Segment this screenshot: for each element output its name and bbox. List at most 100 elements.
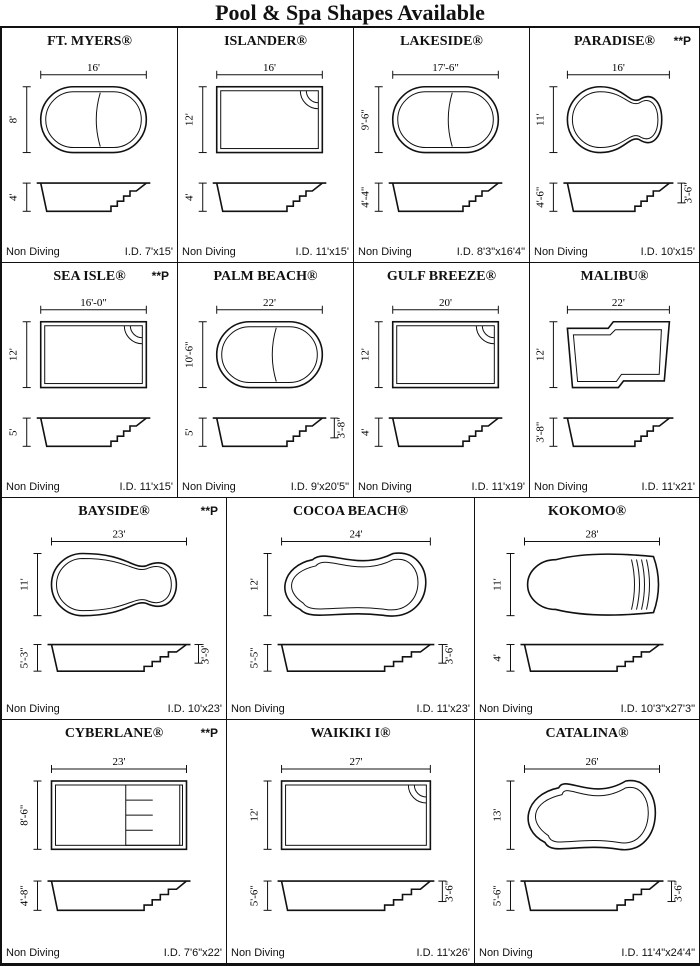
pool-inner-dimensions: I.D. 11'x26' <box>416 947 470 959</box>
pool-flag: **P <box>200 726 218 740</box>
shallow-depth-label: 3'-6" <box>443 881 455 902</box>
depth-label: 5' <box>8 428 20 436</box>
pool-diving: Non Diving <box>182 481 236 493</box>
pool-plan-outline <box>215 85 324 154</box>
pool-inner-dimensions: I.D. 10'x15' <box>640 246 695 258</box>
pool-inner-dimensions: I.D. 11'x15' <box>119 481 173 493</box>
length-label: 22' <box>612 297 625 309</box>
pool-elevation-profile <box>212 417 327 448</box>
pool-name: PARADISE® <box>574 34 655 49</box>
length-label: 22' <box>263 297 276 309</box>
pool-plan-outline <box>215 320 324 389</box>
width-label: 12' <box>534 348 546 361</box>
shallow-depth-label: 3'-6" <box>673 881 685 902</box>
length-label: 16' <box>87 62 100 74</box>
pool-name: WAIKIKI I® <box>310 726 391 741</box>
pool-diving: Non Diving <box>6 246 60 258</box>
depth-label: 4'-8" <box>19 885 31 906</box>
pool-plan-outline <box>39 320 148 389</box>
length-label: 16'-0" <box>80 297 107 309</box>
pool-elevation-profile <box>36 417 151 448</box>
pool-name: COCOA BEACH® <box>292 504 409 519</box>
pool-plan-outline <box>280 780 432 851</box>
pool-drawing: 28'11'4' <box>492 529 664 672</box>
page-title: Pool & Spa Shapes Available <box>215 0 485 25</box>
pool-plan-outline <box>391 85 500 154</box>
length-label: 23' <box>113 529 126 541</box>
pool-elevation-profile <box>388 417 503 448</box>
width-label: 11' <box>492 578 504 591</box>
pool-drawing: 22' 12' 3'-8" <box>534 297 674 448</box>
depth-label: 5'-6" <box>492 885 504 906</box>
depth-label: 4' <box>360 428 372 436</box>
length-label: 27' <box>349 756 362 768</box>
width-label: 12' <box>249 578 261 591</box>
pool-plan-outline <box>566 85 663 154</box>
width-label: 10'-6" <box>184 341 196 368</box>
pool-inner-dimensions: I.D. 11'x21' <box>641 481 695 493</box>
pool-name: GULF BREEZE® <box>386 269 497 284</box>
pool-diving: Non Diving <box>534 481 588 493</box>
depth-label: 4'-6" <box>534 187 546 208</box>
pool-plan-outline <box>284 552 427 617</box>
pool-elevation-profile <box>388 182 503 213</box>
depth-label: 5'-5" <box>249 647 261 668</box>
pool-elevation-profile <box>36 182 151 213</box>
pool-elevation-profile <box>563 182 674 213</box>
pool-inner-dimensions: I.D. 11'x23' <box>416 703 470 715</box>
length-label: 17'-6" <box>432 62 459 74</box>
pool-inner-dimensions: I.D. 11'4"x24'4" <box>621 947 695 959</box>
depth-label: 5' <box>184 428 196 436</box>
pool-plan-outline <box>391 320 500 389</box>
width-label: 12' <box>184 113 196 126</box>
pool-inner-dimensions: I.D. 11'x15' <box>295 246 349 258</box>
pool-flag: **P <box>200 504 218 518</box>
length-label: 26' <box>586 756 599 768</box>
pool-drawing: 17'-6"9'-6"4'-4" <box>360 62 503 213</box>
pool-drawing: 16'-0"12'5' <box>8 297 151 448</box>
pool-name: LAKESIDE® <box>400 34 483 49</box>
width-label: 9'-6" <box>360 109 372 130</box>
pool-drawing: 16'8'4' <box>8 62 151 213</box>
pool-diving: Non Diving <box>358 481 412 493</box>
pool-elevation-profile <box>520 880 664 912</box>
pool-elevation-profile <box>47 643 191 672</box>
width-label: 8'-6" <box>19 805 31 826</box>
depth-label: 5'-6" <box>249 885 261 906</box>
pool-name: CYBERLANE® <box>64 726 164 741</box>
pool-flag: **P <box>151 269 169 283</box>
width-label: 11' <box>19 578 31 591</box>
pool-drawing: 24'12'5'-5"3'-6" <box>249 529 455 672</box>
pool-elevation-profile <box>277 643 435 672</box>
length-label: 24' <box>349 529 362 541</box>
pool-inner-dimensions: I.D. 11'x19' <box>471 481 525 493</box>
pool-diving: Non Diving <box>479 703 533 715</box>
pool-inner-dimensions: I.D. 10'x23' <box>167 703 222 715</box>
pool-name: CATALINA® <box>545 726 629 741</box>
pool-inner-dimensions: I.D. 9'x20'5" <box>290 481 349 493</box>
pool-elevation-profile <box>520 643 664 672</box>
pool-plan-outline <box>527 780 657 851</box>
pool-diving: Non Diving <box>231 947 285 959</box>
depth-label: 3'-8" <box>534 422 546 443</box>
pool-inner-dimensions: I.D. 7'6"x22' <box>163 947 222 959</box>
pool-name: BAYSIDE® <box>78 504 150 519</box>
length-label: 23' <box>113 756 126 768</box>
shallow-depth-label: 3'-9" <box>200 643 212 664</box>
pool-diving: Non Diving <box>534 246 588 258</box>
pool-plan-outline <box>50 552 177 617</box>
pool-diving: Non Diving <box>182 246 236 258</box>
pool-diving: Non Diving <box>358 246 412 258</box>
